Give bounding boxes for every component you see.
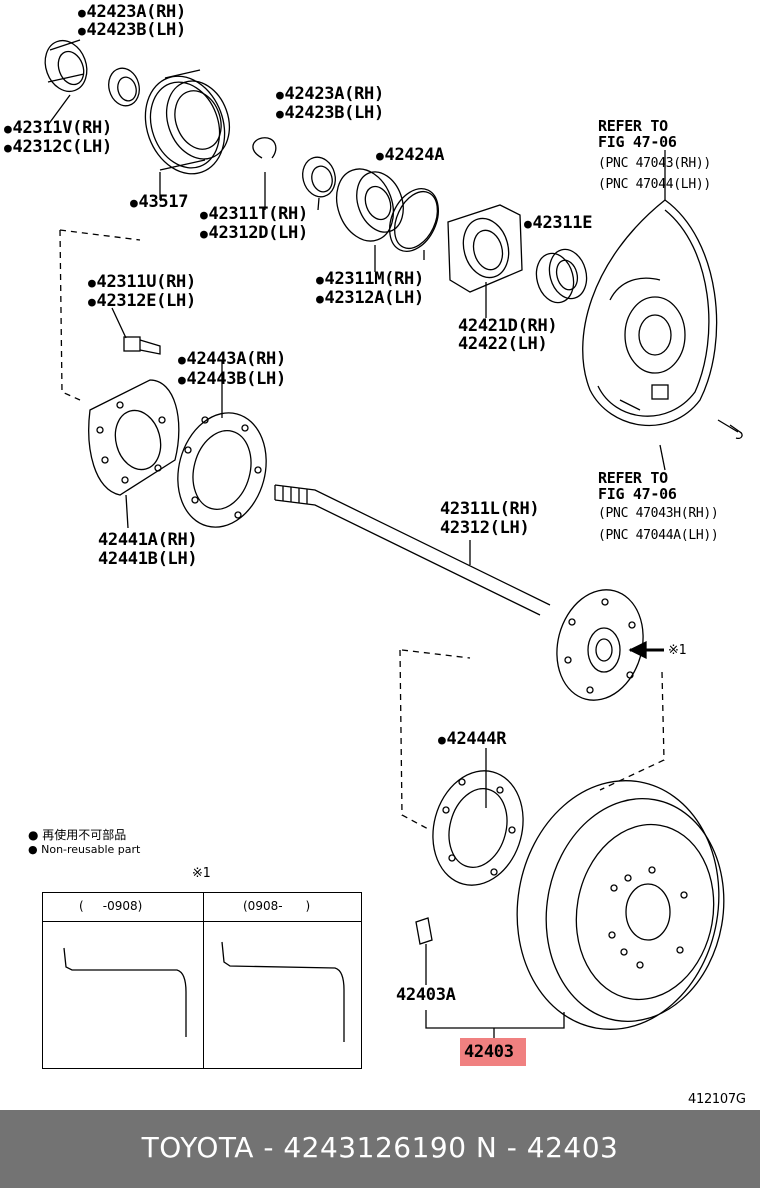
- label-42443a: 42443A(RH): [178, 350, 287, 370]
- o-ring: [389, 188, 439, 252]
- highlight-box: [460, 1038, 526, 1066]
- ref1-line1: REFER TO: [598, 117, 668, 135]
- axle-shaft: [274, 484, 644, 701]
- exploded-parts-diagram: [44, 39, 743, 1042]
- legend-jp: ● 再使用不可部品: [28, 828, 127, 842]
- label-42312e: 42312E(LH): [88, 292, 197, 312]
- axle-bearing: [335, 168, 404, 242]
- label-42423a-mid: 42423A(RH): [276, 85, 385, 105]
- label-42311u: 42311U(RH): [88, 273, 197, 293]
- label-42443b: 42443B(LH): [178, 370, 287, 390]
- label-42403a: 42403A: [396, 985, 456, 1005]
- inset-mark: ※1: [192, 866, 211, 881]
- ref2-line3: (PNC 47043H(RH)): [598, 506, 719, 521]
- flange-gasket: [177, 412, 267, 528]
- label-42311m: 42311M(RH): [316, 270, 425, 290]
- label-42311l: 42311L(RH): [440, 499, 540, 519]
- label-42422: 42422(LH): [458, 334, 548, 354]
- bearing-ring-top: [108, 67, 140, 107]
- inset-right-header: (0908- ): [243, 899, 311, 913]
- ref1-line3: (PNC 47043(RH)): [598, 156, 711, 171]
- label-42423a-top: 42423A(RH): [78, 3, 187, 23]
- label-42312a: 42312A(LH): [316, 289, 425, 309]
- label-42424a: 42424A: [376, 146, 445, 166]
- label-42311e: 42311E: [524, 214, 593, 234]
- label-42312c: 42312C(LH): [4, 138, 113, 158]
- inset-profiles: [63, 941, 345, 1042]
- label-42441a: 42441A(RH): [98, 530, 198, 550]
- label-42403: 42403: [464, 1042, 514, 1062]
- inset-header-rule: [43, 921, 361, 922]
- legend-jp-text: 再使用不可部品: [42, 828, 127, 842]
- drum-plug: [415, 917, 433, 985]
- label-42311t: 42311T(RH): [200, 205, 309, 225]
- inset-table: ( -0908) (0908- ): [42, 892, 362, 1069]
- hub-bolt: [123, 336, 161, 355]
- footer-bar: TOYOTA - 4243126190 N - 42403: [0, 1110, 760, 1188]
- label-42444r: 42444R: [438, 730, 507, 750]
- label-42441b: 42441B(LH): [98, 549, 198, 569]
- label-42312d: 42312D(LH): [200, 224, 309, 244]
- label-42423b-top: 42423B(LH): [78, 21, 187, 41]
- legend-en: ● Non-reusable part: [28, 843, 141, 856]
- bearing-ring-mid: [302, 156, 336, 198]
- figure-code: 412107G: [688, 1092, 746, 1107]
- snap-ring: [252, 137, 277, 159]
- brake-backing-plate: [582, 150, 718, 427]
- bearing-retainer: [447, 204, 523, 293]
- plate-bolt: [717, 419, 743, 440]
- label-42311v: 42311V(RH): [4, 119, 113, 139]
- note-mark: ※1: [668, 643, 687, 658]
- ref1-line2: FIG 47-06: [598, 133, 677, 151]
- ref2-line2: FIG 47-06: [598, 485, 677, 503]
- oil-seal-top: [44, 39, 88, 93]
- sensor-rotor: [144, 69, 230, 175]
- label-43517: 43517: [130, 193, 189, 213]
- ref1-line4: (PNC 47044(LH)): [598, 177, 711, 192]
- ref2-line1: REFER TO: [598, 469, 668, 487]
- brake-drum: [516, 780, 725, 1030]
- label-42312: 42312(LH): [440, 518, 530, 538]
- inset-left-header: ( -0908): [79, 899, 143, 913]
- drum-gasket: [432, 770, 524, 886]
- label-42423b-mid: 42423B(LH): [276, 104, 385, 124]
- legend-en-text: Non-reusable part: [41, 843, 141, 856]
- inner-bearing: [535, 248, 588, 304]
- axle-flange-plate: [88, 379, 180, 496]
- label-42421d: 42421D(RH): [458, 316, 558, 336]
- footer-text: TOYOTA - 4243126190 N - 42403: [141, 1131, 619, 1164]
- ref2-line4: (PNC 47044A(LH)): [598, 528, 719, 543]
- inset-divider: [203, 893, 204, 1068]
